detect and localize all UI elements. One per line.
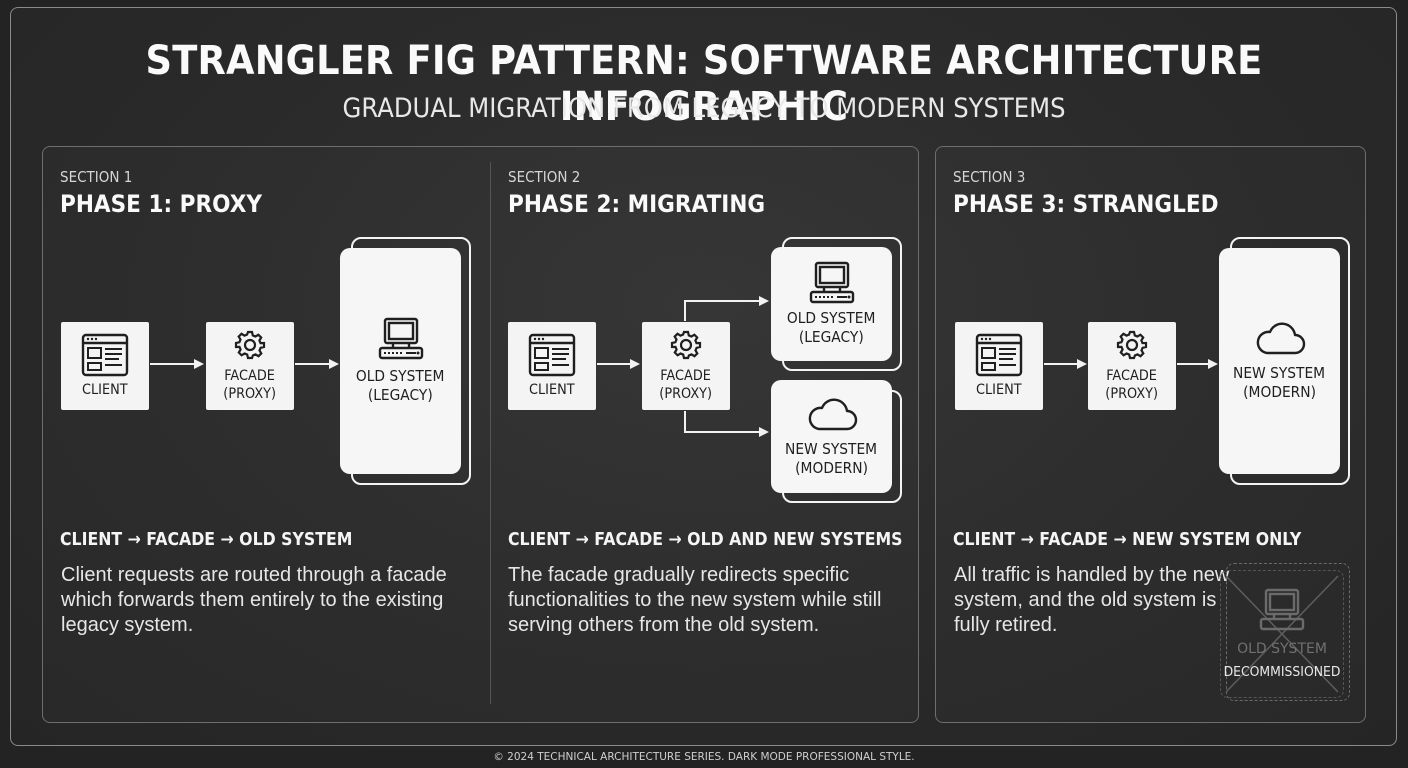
section-2-description: The facade gradually redirects specific … xyxy=(508,563,908,638)
section-1-flow: CLIENT → FACADE → OLD SYSTEM xyxy=(60,530,353,550)
client-label: CLIENT xyxy=(529,382,575,398)
facade-sublabel: (PROXY) xyxy=(1105,386,1159,402)
client-label: CLIENT xyxy=(82,382,128,398)
section-3-new-system-box: NEW SYSTEM (MODERN) xyxy=(1219,248,1340,474)
new-system-sublabel: (MODERN) xyxy=(795,458,868,477)
section-3-flow: CLIENT → FACADE → NEW SYSTEM ONLY xyxy=(953,530,1302,550)
browser-window-icon xyxy=(81,333,129,377)
facade-sublabel: (PROXY) xyxy=(659,386,713,402)
computer-terminal-icon xyxy=(1259,588,1305,631)
new-system-label: NEW SYSTEM xyxy=(785,439,878,458)
computer-terminal-icon xyxy=(378,317,423,360)
footer-copyright: © 2024 TECHNICAL ARCHITECTURE SERIES. DA… xyxy=(493,751,915,763)
decommissioned-status: DECOMMISSIONED xyxy=(1223,664,1341,680)
section-3-title: PHASE 3: STRANGLED xyxy=(953,190,1219,218)
description-line: Client requests are routed through a fac… xyxy=(61,564,447,586)
section-1-title: PHASE 1: PROXY xyxy=(60,190,262,218)
old-system-label: OLD SYSTEM xyxy=(356,367,445,385)
panel-phases-1-2 xyxy=(42,146,919,723)
gear-icon xyxy=(670,330,702,360)
facade-sublabel: (PROXY) xyxy=(223,386,277,402)
section-2-client-box: CLIENT xyxy=(508,322,596,410)
decommissioned-inner-frame xyxy=(1220,570,1344,698)
new-system-sublabel: (MODERN) xyxy=(1243,383,1316,401)
section-3-facade-box: FACADE (PROXY) xyxy=(1088,322,1176,410)
description-line: fully retired. xyxy=(954,614,1058,636)
decommissioned-cross xyxy=(1225,575,1339,693)
section-2-facade-box: FACADE (PROXY) xyxy=(642,322,730,410)
old-system-sublabel: (LEGACY) xyxy=(799,328,864,346)
gear-icon xyxy=(1116,330,1148,360)
section-2-new-system-box: NEW SYSTEM (MODERN) xyxy=(771,380,892,493)
description-line: legacy system. xyxy=(61,614,194,636)
page-title: STRANGLER FIG PATTERN: SOFTWARE ARCHITEC… xyxy=(145,38,1263,130)
new-system-label: NEW SYSTEM xyxy=(1233,364,1326,382)
description-line: All traffic is handled by the new xyxy=(954,564,1230,586)
description-line: system, and the old system is xyxy=(954,589,1217,611)
gear-icon xyxy=(234,330,266,360)
facade-label: FACADE xyxy=(660,368,712,384)
section-3-client-box: CLIENT xyxy=(955,322,1043,410)
section-divider xyxy=(490,162,491,704)
cloud-icon xyxy=(1256,322,1305,355)
old-system-sublabel: (LEGACY) xyxy=(368,386,433,404)
section-1-client-box: CLIENT xyxy=(61,322,149,410)
description-line: functionalities to the new system while … xyxy=(508,589,882,611)
computer-terminal-icon xyxy=(809,261,854,304)
browser-window-icon xyxy=(975,333,1023,377)
description-line: serving others from the old system. xyxy=(508,614,820,636)
decommissioned-frame xyxy=(1226,563,1350,701)
client-label: CLIENT xyxy=(976,382,1022,398)
section-3-description: All traffic is handled by the new system… xyxy=(954,563,1234,638)
cloud-icon xyxy=(808,398,857,430)
old-system-label: OLD SYSTEM xyxy=(787,309,876,327)
section-2-flow: CLIENT → FACADE → OLD AND NEW SYSTEMS xyxy=(508,530,903,550)
section-1-old-system-box: OLD SYSTEM (LEGACY) xyxy=(340,248,461,474)
facade-label: FACADE xyxy=(224,368,276,384)
panel-phase-3 xyxy=(935,146,1366,723)
description-line: which forwards them entirely to the exis… xyxy=(61,589,444,611)
section-2-label: SECTION 2 xyxy=(508,168,581,186)
section-1-label: SECTION 1 xyxy=(60,168,133,186)
section-2-old-system-box: OLD SYSTEM (LEGACY) xyxy=(771,247,892,361)
facade-label: FACADE xyxy=(1106,368,1158,384)
description-line: The facade gradually redirects specific xyxy=(508,564,850,586)
section-1-description: Client requests are routed through a fac… xyxy=(61,563,481,638)
section-1-facade-box: FACADE (PROXY) xyxy=(206,322,294,410)
section-3-label: SECTION 3 xyxy=(953,168,1026,186)
browser-window-icon xyxy=(528,333,576,377)
page-subtitle: GRADUAL MIGRATION FROM LEGACY TO MODERN … xyxy=(342,93,1066,124)
retired-system-label: OLD SYSTEM xyxy=(1237,641,1327,657)
section-2-title: PHASE 2: MIGRATING xyxy=(508,190,766,218)
